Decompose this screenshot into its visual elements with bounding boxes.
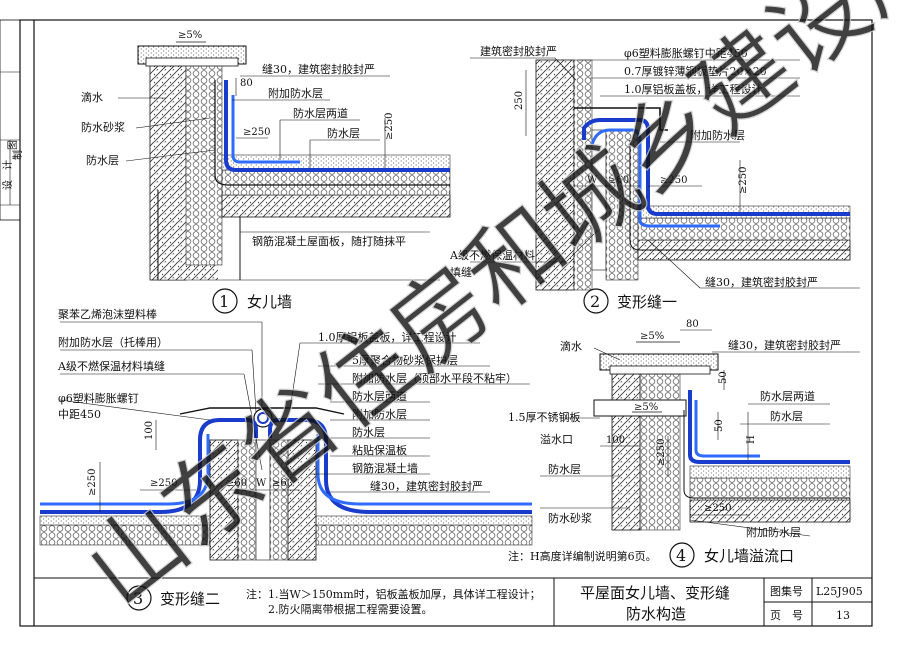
d4-slope2-label: ≥5% [634,402,658,413]
d1-mortar-label: 防水砂浆 [81,120,125,134]
title-line-2: 防水构造 [626,605,686,623]
d1-number: 1 [219,292,229,311]
d3-insul-label: 粘贴保温板 [352,443,407,457]
title-block: 平屋面女儿墙、变形缝 防水构造 图集号 L25J905 页 号 13 [553,578,872,626]
d4-mortar-label: 防水砂浆 [548,511,592,525]
d1-dim250v: ≥250 [384,113,395,140]
d1-waterproof-label: 防水层 [86,153,119,167]
notes-line-2: 2.防火隔离带根据工程需要设置。 [268,602,433,616]
d3-number-circle [126,585,152,611]
atlas-number-label: 图集号 [770,584,803,598]
d2-dim250v: ≥250 [738,167,749,194]
d1-slope-label: ≥5% [178,30,202,41]
d4-note: 注：H高度详编制说明第6页。 [508,549,657,563]
title-line-1: 平屋面女儿墙、变形缝 [580,584,730,602]
left-signature-strip: 布尔 设 计 制 图 [0,19,24,221]
d1-seal-label: 缝30，建筑密封胶封严 [262,62,375,76]
d4-title: 女儿墙溢流口 [704,547,794,565]
detail-3-expansion-joint-two: 聚苯乙烯泡沫塑料棒 附加防水层（托棒用） A级不燃保温材料填缝 φ6塑料膨胀螺钉… [39,307,533,561]
d3-wall-label: 钢筋混凝土墙 [352,461,418,475]
d1-slab-label: 钢筋混凝土屋面板，随打随抹平 [252,234,406,248]
d3-twolayer-label: 防水层两道 [352,389,407,403]
d1-title: 女儿墙 [247,293,292,311]
d2-extra-label: 附加防水层 [690,128,745,142]
side-label-calc: 计 [1,160,14,170]
d2-dimW: W [587,175,598,186]
d4-drip-label: 滴水 [560,339,582,353]
d2-dim60: ≥60 [608,175,629,186]
d2-number: 2 [590,292,600,311]
d4-dimH: H [746,435,757,444]
d4-dim50a: 50 [718,371,729,384]
d3-dim250v: ≥250 [87,469,98,496]
d2-title: 变形缝一 [617,293,677,311]
side-label-design: 设 [2,180,14,190]
d4-dim100: 100 [606,435,625,446]
page-number-value: 13 [836,609,850,622]
d1-layer-label: 防水层 [327,126,360,140]
d3-title: 变形缝二 [160,590,220,608]
side-label-draw: 图 [7,140,19,150]
d2-infill-label-2: 填缝 [450,265,472,279]
d4-seal-label: 缝30，建筑密封胶封严 [728,338,841,352]
d3-extra-top-label: 附加防水层（顶部水平段不粘牢） [352,371,517,385]
d3-rod-label: 聚苯乙烯泡沫塑料棒 [58,307,157,321]
d2-infill-label-1: A级不燃保温材料 [449,248,535,262]
notes-heading: 注： [246,587,268,601]
d4-outlet-label: 溢水口 [540,432,573,446]
d1-extra-label: 附加防水层 [268,86,323,100]
side-label-make: 制 [11,150,24,160]
d3-cover-label: 1.0厚铝板盖板，详工程设计 [318,330,457,344]
detail-2-expansion-joint-one: 建筑密封胶封严 φ6塑料膨胀螺钉中距450 0.7厚镀锌薄钢板垫片20×20 1… [449,44,860,314]
d3-extra-rod-label: 附加防水层（托棒用） [58,335,168,349]
d4-layer2-label: 防水层 [548,462,581,476]
outer-frame [19,19,873,627]
d1-dim-80: 80 [240,78,253,89]
d2-steel-label: 0.7厚镀锌薄钢板垫片20×20 [624,64,767,78]
d3-dim100: 100 [144,421,155,440]
d3-extra-label: 附加防水层 [352,407,407,421]
d4-dim80: 80 [686,319,699,330]
page-number-label: 页 号 [770,609,803,622]
d4-slope-label: ≥5% [640,331,664,342]
d3-dim250h: ≥250 [150,478,177,489]
d2-seal-label: 缝30，建筑密封胶封严 [705,275,818,289]
d3-dim60b: ≥60 [272,478,293,489]
d1-drip-label: 滴水 [81,90,103,104]
d3-number: 3 [133,589,143,608]
d3-dimW: W [256,478,267,489]
notes-line-1: 1.当W＞150mm时，铝板盖板加厚，具体详工程设计； [268,587,541,601]
d4-twolayer-label: 防水层两道 [760,389,815,403]
detail-1-parapet: ≥5% 80 滴水 防水砂浆 防水层 缝30，建筑密封胶封严 附加防水层 防水层… [81,30,451,314]
d3-seal-label: 缝30，建筑密封胶封严 [370,479,483,493]
d4-steel-label: 1.5厚不锈钢板 [508,410,581,424]
d1-twolayer-label: 防水层两道 [293,106,348,120]
d4-dim250h: ≥250 [704,503,731,514]
d2-dim250h: ≥250 [660,175,687,186]
detail-4-overflow-outlet: 滴水 ≥5% 80 缝30，建筑密封胶封严 50 防水层两道 1.5厚不锈钢板 … [508,319,860,568]
d3-infill-label: A级不燃保温材料填缝 [57,359,165,373]
atlas-number-value: L25J905 [816,585,863,598]
d4-extra-label: 附加防水层 [746,525,801,539]
d3-bolt-label-1: φ6塑料膨胀螺钉 [58,391,139,405]
d4-dim250v: ≥250 [656,439,667,466]
d3-protect-label: 5厚聚合物砂浆保护层 [352,353,458,367]
d3-bolt-label-2: 中距450 [58,408,101,421]
d2-dim250: 250 [514,91,525,110]
d3-layer-label: 防水层 [352,425,385,439]
d3-dim60a: ≥60 [226,478,247,489]
d2-seal-top-label: 建筑密封胶封严 [480,44,557,58]
d2-bolt-label: φ6塑料膨胀螺钉中距450 [624,46,748,60]
d4-dim50b: 50 [714,419,725,432]
d4-number: 4 [676,546,686,565]
d2-cover-label: 1.0厚铝板盖板，详工程设计 [624,82,763,96]
d4-layer-label: 防水层 [770,409,803,423]
d1-dim250h: ≥250 [243,127,270,138]
